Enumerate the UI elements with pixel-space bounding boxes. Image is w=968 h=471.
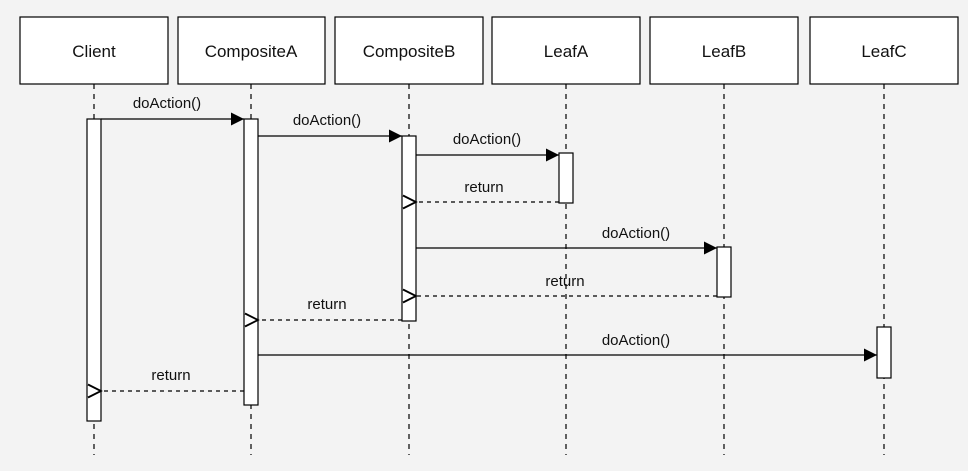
message-label-3: doAction(): [453, 131, 521, 148]
activation-leaf-b: [716, 246, 732, 298]
activation-leaf-a: [558, 152, 574, 204]
participant-label-composite-b: CompositeB: [363, 42, 456, 61]
participant-label-leaf-c: LeafC: [861, 42, 906, 61]
message-label-8: doAction(): [602, 332, 670, 349]
participant-label-client: Client: [72, 42, 116, 61]
participant-composite-b: CompositeB: [334, 16, 484, 85]
participant-leaf-b: LeafB: [649, 16, 799, 85]
message-label-7: return: [307, 296, 346, 313]
message-label-5: doAction(): [602, 225, 670, 242]
message-label-4: return: [464, 179, 503, 196]
message-label-2: doAction(): [293, 112, 361, 129]
participant-label-composite-a: CompositeA: [205, 42, 298, 61]
participant-client: Client: [19, 16, 169, 85]
participant-label-leaf-b: LeafB: [702, 42, 746, 61]
message-label-1: doAction(): [133, 95, 201, 112]
activation-composite-b: [401, 135, 417, 322]
participant-label-leaf-a: LeafA: [544, 42, 589, 61]
activation-leaf-c: [876, 326, 892, 379]
participant-leaf-a: LeafA: [491, 16, 641, 85]
activation-client: [86, 118, 102, 422]
message-label-6: return: [545, 273, 584, 290]
participant-leaf-c: LeafC: [809, 16, 959, 85]
activation-composite-a: [243, 118, 259, 406]
participant-composite-a: CompositeA: [177, 16, 326, 85]
message-label-9: return: [151, 367, 190, 384]
